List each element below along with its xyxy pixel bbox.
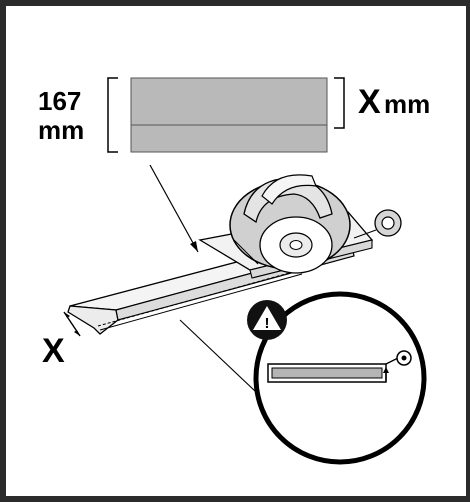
strip-width-unit: mm <box>384 89 430 119</box>
tape-strip <box>353 229 377 239</box>
zoomed-tape-line <box>385 357 399 365</box>
zoom-connector-line <box>179 319 257 393</box>
tape-roll-core <box>381 216 395 230</box>
track-width-arrowhead-bottom <box>74 330 80 336</box>
warning-triangle-icon: ! <box>247 300 287 340</box>
strip-dimension-group: 167 mm X mm <box>38 77 430 153</box>
height-bracket <box>107 77 118 153</box>
tape-roll-icon <box>353 209 402 239</box>
warning-symbol: ! <box>265 315 270 332</box>
saw-blade-bolt <box>289 240 303 250</box>
track-width-label: X <box>42 332 65 370</box>
guide-rail-edge <box>99 273 303 331</box>
saw-shoe-line <box>233 239 259 265</box>
strip-height-value: 167 <box>38 86 81 116</box>
zoomed-tape-roll-core <box>401 355 407 361</box>
strip-pointer-arrowhead <box>190 241 198 252</box>
width-bracket <box>334 77 345 129</box>
zoomed-rail-strip <box>271 367 383 379</box>
circular-saw-icon <box>229 174 351 274</box>
strip-panel-lower <box>130 124 328 153</box>
strip-panel-upper <box>130 77 328 126</box>
strip-width-variable: X <box>358 83 381 121</box>
track-width-arrowhead-top <box>64 312 70 318</box>
strip-pointer-line <box>149 164 199 253</box>
saw-handle <box>261 174 317 205</box>
strip-height-unit: mm <box>38 115 84 145</box>
zoomed-direction-arrowhead <box>383 367 389 373</box>
warning-triangle <box>253 306 281 330</box>
